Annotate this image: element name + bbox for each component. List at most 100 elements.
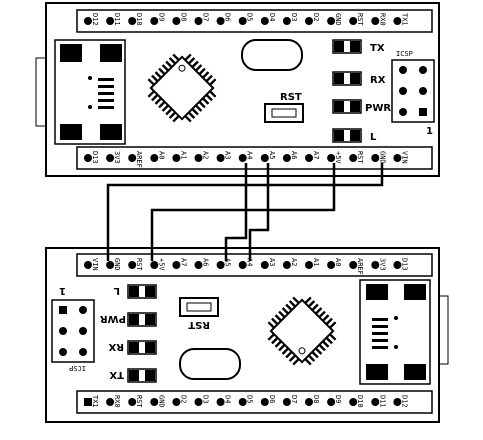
top-lower-pin-pad-9 xyxy=(282,154,291,162)
chip-bottom-leg xyxy=(314,347,323,355)
icsp-pin1-top: 1 xyxy=(426,126,433,137)
svg-text:L: L xyxy=(113,285,120,296)
top-upper-pin-pad-1 xyxy=(106,17,115,25)
chip-bottom-leg xyxy=(267,333,275,341)
top-lower-pin-pad-0 xyxy=(84,154,92,162)
chip-top-leg xyxy=(202,97,210,105)
led-tx-top: TX xyxy=(332,39,385,54)
bottom-lower-pin-label-4: D2 xyxy=(179,395,187,403)
chip-top-leg xyxy=(184,115,192,123)
chip-top-leg xyxy=(184,53,192,61)
chip-top-leg xyxy=(154,97,162,105)
chip-bottom-leg xyxy=(267,321,275,329)
led-rx-top: RX xyxy=(332,71,386,86)
bottom-upper-pin-label-9: A2 xyxy=(290,258,298,266)
top-lower-pin-label-0: D13 xyxy=(91,151,99,164)
bottom-lower-pin-label-13: D11 xyxy=(378,395,386,408)
led-l-top: L xyxy=(332,128,377,143)
bottom-upper-pin-pad-13 xyxy=(371,261,380,269)
header-strip-top-lower xyxy=(76,146,433,170)
top-lower-pin-pad-10 xyxy=(305,154,313,162)
icsp-label-top: ICSP xyxy=(396,50,413,58)
chip-top-leg xyxy=(202,71,210,79)
bottom-lower-pin-pad-14 xyxy=(393,398,402,406)
chip-top-leg xyxy=(172,115,180,123)
bottom-upper-pin-pad-6 xyxy=(216,261,225,269)
bottom-upper-pin-pad-3 xyxy=(150,261,159,269)
top-upper-pin-pad-7 xyxy=(238,17,247,25)
usb-jack-top xyxy=(54,39,126,145)
mcu-chip-top xyxy=(147,53,217,123)
top-upper-pin-pad-4 xyxy=(172,17,181,25)
chip-top-leg xyxy=(187,57,196,65)
chip-bottom-leg xyxy=(281,347,290,355)
wire-5v xyxy=(150,163,336,261)
chip-bottom-leg xyxy=(311,303,319,311)
top-upper-pin-label-14: TX1 xyxy=(400,13,408,26)
bottom-lower-pin-pad-3 xyxy=(150,398,159,406)
bottom-upper-pin-label-5: A6 xyxy=(202,258,210,266)
top-lower-pin-label-3: A0 xyxy=(157,151,165,159)
top-lower-pin-pad-14 xyxy=(393,154,402,162)
top-upper-pin-label-1: D11 xyxy=(113,13,121,26)
top-upper-pin-pad-11 xyxy=(327,17,336,25)
bottom-upper-pin-pad-2 xyxy=(128,261,137,269)
led-tx-bottom: TX xyxy=(109,368,157,383)
svg-text:PWR: PWR xyxy=(365,103,391,114)
wires xyxy=(106,163,384,261)
chip-top-leg xyxy=(151,74,159,83)
chip-bottom-leg xyxy=(274,340,282,348)
top-upper-pin-pad-2 xyxy=(128,17,137,25)
chip-top-leg xyxy=(209,78,217,86)
chip-top-leg xyxy=(187,111,196,119)
top-upper-pin-label-2: D10 xyxy=(135,13,143,26)
header-strip-bottom-upper xyxy=(76,253,433,277)
bottom-lower-pin-label-14: D12 xyxy=(400,395,408,408)
mcu-chip-bottom xyxy=(267,296,337,366)
chip-top-leg xyxy=(147,78,155,86)
top-lower-pin-pad-11 xyxy=(327,154,336,162)
bottom-upper-pin-label-12: AREF xyxy=(356,258,364,275)
top-lower-pin-pad-5 xyxy=(194,154,203,162)
chip-top-leg xyxy=(205,74,213,83)
top-lower-pin-label-7: A4 xyxy=(246,151,254,159)
chip-bottom-leg xyxy=(288,300,297,308)
chip-bottom-leg xyxy=(304,296,312,304)
chip-top-leg xyxy=(194,104,203,112)
chip-bottom-leg xyxy=(314,307,323,315)
top-upper-pin-label-10: D2 xyxy=(312,13,320,21)
led-pwr-bottom: PWR xyxy=(100,312,157,327)
svg-text:RX: RX xyxy=(370,75,386,86)
bottom-upper-pin-pad-14 xyxy=(393,261,402,269)
chip-bottom-leg xyxy=(278,343,286,352)
chip-top-leg xyxy=(191,108,199,116)
chip-bottom-leg xyxy=(278,310,286,319)
chip-top-leg xyxy=(191,60,199,68)
top-upper-pin-pad-8 xyxy=(260,17,269,25)
bottom-lower-pin-label-3: GND xyxy=(157,395,165,408)
top-lower-pin-pad-3 xyxy=(150,154,159,162)
bottom-lower-pin-pad-2 xyxy=(128,398,137,406)
chip-bottom-leg xyxy=(329,333,337,341)
chip-top-leg xyxy=(154,71,162,79)
chip-top-leg xyxy=(158,67,166,76)
top-upper-pin-pad-13 xyxy=(371,17,380,25)
svg-text:RX: RX xyxy=(108,341,124,352)
chip-top-leg xyxy=(198,67,206,76)
bottom-upper-pin-label-11: A0 xyxy=(334,258,342,266)
top-upper-pin-label-3: D9 xyxy=(157,13,165,21)
top-lower-pin-pad-1 xyxy=(106,154,115,162)
reset-button-label-top: RST xyxy=(280,92,302,103)
bottom-lower-pin-label-11: D9 xyxy=(334,395,342,403)
chip-top-leg xyxy=(147,90,155,98)
bottom-upper-pin-label-1: GND xyxy=(113,258,121,271)
chip-top-leg xyxy=(151,93,159,102)
chip-bottom-leg xyxy=(325,317,333,326)
chip-bottom-leg xyxy=(307,354,316,362)
top-lower-pin-label-12: RST xyxy=(356,151,364,164)
bottom-lower-pin-pad-6 xyxy=(216,398,225,406)
icsp-header-bottom xyxy=(51,299,95,363)
chip-top-leg xyxy=(168,57,177,65)
